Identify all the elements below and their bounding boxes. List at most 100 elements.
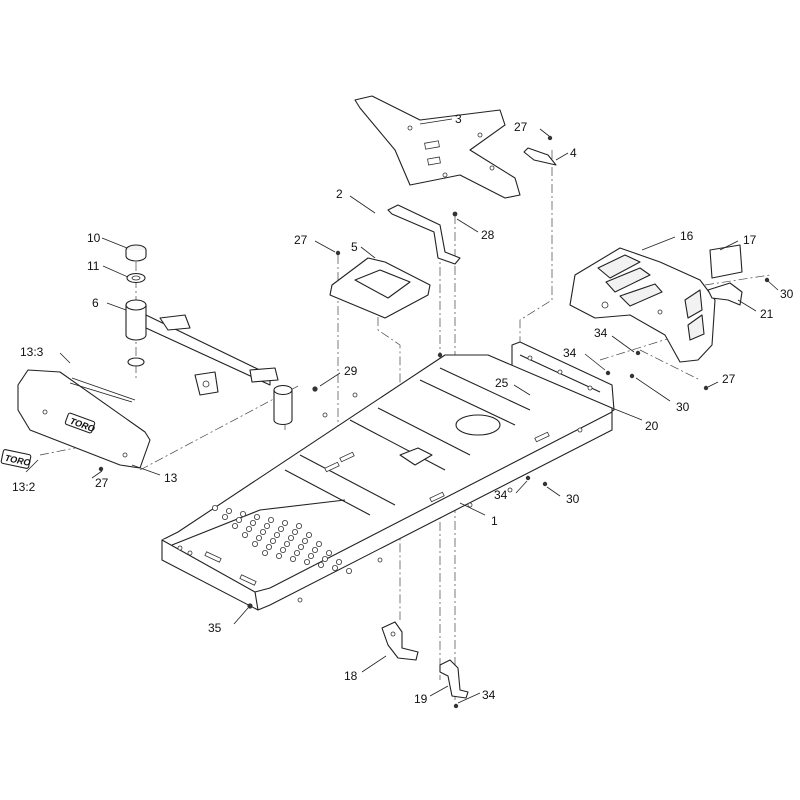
callout-13: 13 [164,471,178,485]
callout-labels: 3 27 4 2 27 28 5 10 11 6 13:3 29 13 13:2… [12,112,794,706]
callout-13-2: 13:2 [12,480,36,494]
callout-27: 27 [95,476,109,490]
part-1-main-frame [161,354,613,611]
callout-27: 27 [722,372,736,386]
part-10-cap [125,244,147,262]
callout-5: 5 [351,240,358,254]
callout-2: 2 [336,187,343,201]
part-18-lower-bracket [381,621,419,661]
perforation-hole [317,562,324,569]
part-17-plate [709,244,743,279]
perforation-hole [231,523,238,530]
floor-pan-perforations [211,504,352,575]
perforation-hole [331,565,338,572]
perforation-hole [259,529,266,536]
callout-27: 27 [514,120,528,134]
screw-27-right [703,385,709,391]
frame-bolt [437,352,443,358]
part-13-cover: TORO [17,369,151,469]
perforation-hole [345,568,352,575]
perforation-hole [249,520,256,527]
perforation-hole [287,535,294,542]
leader-lines [25,118,779,704]
callout-13-3: 13:3 [20,345,44,359]
perforation-hole [225,507,232,514]
perforation-hole [241,532,248,539]
bolt-29 [312,386,318,392]
perforation-hole [281,520,288,527]
callout-4: 4 [570,146,577,160]
callout-18: 18 [344,669,358,683]
perforation-hole [321,556,328,563]
perforation-hole [303,559,310,566]
perforation-hole [295,523,302,530]
perforation-hole [307,553,314,560]
callout-25: 25 [495,376,509,390]
callout-34: 34 [482,688,496,702]
part-4-small-bracket [523,135,557,166]
callout-34: 34 [494,488,508,502]
perforation-hole [269,538,276,545]
perforation-hole [293,550,300,557]
part-21-bracket [707,277,770,306]
perforation-hole [245,526,252,533]
callout-3: 3 [455,112,462,126]
perforation-hole [289,556,296,563]
perforation-hole [325,550,332,557]
perforation-hole [265,544,272,551]
perforation-hole [261,550,268,557]
part-2-bracket [387,204,461,265]
callout-30: 30 [566,492,580,506]
perforation-hole [251,541,258,548]
part-5-plate [329,250,431,319]
perforation-hole [277,526,284,533]
perforation-hole [267,517,274,524]
part-11-bearing [126,272,146,284]
callout-27: 27 [294,233,308,247]
callout-17: 17 [743,233,757,247]
bolt-30-mid [629,373,635,379]
perforation-hole [301,538,308,545]
callout-35: 35 [208,621,222,635]
bolt-35 [247,603,253,609]
perforation-hole [291,529,298,536]
nut-34-bottom [453,703,459,709]
callout-1: 1 [491,514,498,528]
perforation-hole [273,532,280,539]
perforation-hole [283,541,290,548]
callout-11: 11 [87,259,100,273]
callout-20: 20 [645,419,659,433]
callout-16: 16 [680,229,694,243]
callout-21: 21 [760,307,774,321]
perforation-hole [255,535,262,542]
perforation-hole [335,559,342,566]
perforation-hole [297,544,304,551]
perforation-hole [235,517,242,524]
perforation-hole [253,514,260,521]
perforation-hole [311,547,318,554]
part-19-lower-bracket [439,659,469,699]
perforation-hole [263,523,270,530]
perforation-hole [239,510,246,517]
perforation-hole [221,514,228,521]
callout-30: 30 [780,287,794,301]
callout-28: 28 [481,228,495,242]
perforation-hole [315,541,322,548]
callout-34: 34 [563,346,577,360]
part-3-top-plate [354,95,521,199]
callout-34: 34 [594,326,608,340]
perforation-hole [279,547,286,554]
callout-19: 19 [414,692,428,706]
nut-34-lower [525,475,531,481]
part-16-rear-frame [569,247,716,363]
fasteners [98,350,709,709]
bolt-30-lower [542,481,548,487]
nut-34-right [605,370,611,376]
callout-6: 6 [92,296,99,310]
callout-10: 10 [87,231,101,245]
screw-27-cover [98,466,104,472]
part-6-tube-weldment [125,299,293,426]
perforation-hole [275,553,282,560]
perforation-hole [305,532,312,539]
